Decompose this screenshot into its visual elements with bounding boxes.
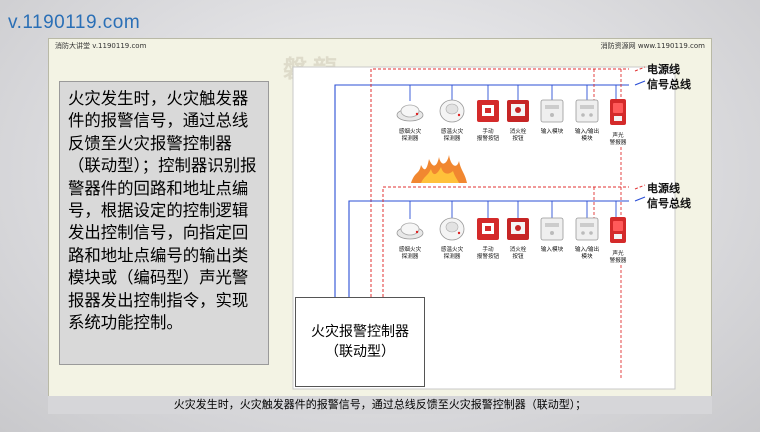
controller-title: 火灾报警控制器 [311,324,409,340]
power-line-2 [382,184,646,297]
io-module-icon [575,99,599,123]
fire-alarm-controller-box: 火灾报警控制器 （联动型） [295,297,425,387]
device-heat-detector: 感温火灾 探测器 [434,97,470,143]
description-textbox: 火灾发生时，火灾触发器件的报警信号，通过总线反馈至火灾报警控制器（联动型）；控制… [59,81,269,365]
audible-visual-alarm-icon [610,99,626,125]
manual-alarm-button-icon [477,218,499,240]
device-io-module: 输入/输出 模块 [569,217,605,261]
input-module-icon [540,217,564,241]
signal-bus-1 [334,80,646,297]
signal-bus-2 [348,196,646,297]
heat-detector-icon [439,217,465,241]
audible-visual-alarm-icon [610,217,626,243]
device-manual-alarm-button: 手动 报警按钮 [470,99,506,143]
power-line-label-1: 电源线 [647,63,680,76]
heat-detector-icon [439,99,465,123]
device-label: 输入/输出 模块 [574,247,600,260]
io-module-icon [575,217,599,241]
device-hydrant-button: 消火栓 按钮 [500,99,536,143]
device-input-module: 输入模块 [534,217,570,254]
manual-alarm-button-icon [477,100,499,122]
device-input-module: 输入模块 [534,99,570,136]
signal-bus-label-2: 信号总线 [647,197,691,210]
device-audible-visual-alarm: 声光 警报器 [600,215,636,265]
device-label: 感烟火灾 探测器 [398,247,422,260]
smoke-detector-icon [396,222,424,240]
slide: 消防大讲堂 v.1190119.com 消防资源网 www.1190119.co… [48,38,712,414]
controller-subtitle: （联动型） [325,344,395,360]
device-label: 感温火灾 探测器 [440,129,464,142]
device-hydrant-button: 消火栓 按钮 [500,217,536,261]
device-heat-detector: 感温火灾 探测器 [434,215,470,261]
signal-bus-label-1: 信号总线 [647,78,691,91]
power-line-1 [370,66,646,297]
device-drops-row-2 [409,201,617,219]
device-label: 手动 报警按钮 [476,247,500,260]
device-smoke-detector: 感烟火灾 探测器 [392,101,428,143]
device-drops-row-1 [409,85,617,101]
slide-header-left: 消防大讲堂 v.1190119.com [55,42,147,50]
device-label: 手动 报警按钮 [476,129,500,142]
device-label: 输入模块 [540,129,564,135]
device-label: 输入/输出 模块 [574,129,600,142]
smoke-detector-icon [396,104,424,122]
power-line-label-2: 电源线 [647,182,680,195]
device-label: 声光 警报器 [609,133,627,146]
power-drops-row-1 [593,69,622,187]
device-label: 感温火灾 探测器 [440,247,464,260]
power-drops-row-2 [593,187,622,379]
subtitle-caption: 火灾发生时，火灾触发器件的报警信号，通过总线反馈至火灾报警控制器（联动型）； [48,396,712,414]
device-manual-alarm-button: 手动 报警按钮 [470,217,506,261]
slide-header-right: 消防资源网 www.1190119.com [600,42,705,50]
device-smoke-detector: 感烟火灾 探测器 [392,219,428,261]
device-label: 输入模块 [540,247,564,253]
fire-flame-icon [411,155,467,183]
device-label: 消火栓 按钮 [509,247,527,260]
device-label: 感烟火灾 探测器 [398,129,422,142]
site-watermark: v.1190119.com [8,12,141,33]
device-io-module: 输入/输出 模块 [569,99,605,143]
device-label: 声光 警报器 [609,251,627,264]
device-audible-visual-alarm: 声光 警报器 [600,97,636,147]
input-module-icon [540,99,564,123]
hydrant-button-icon [507,100,529,122]
device-label: 消火栓 按钮 [509,129,527,142]
hydrant-button-icon [507,218,529,240]
